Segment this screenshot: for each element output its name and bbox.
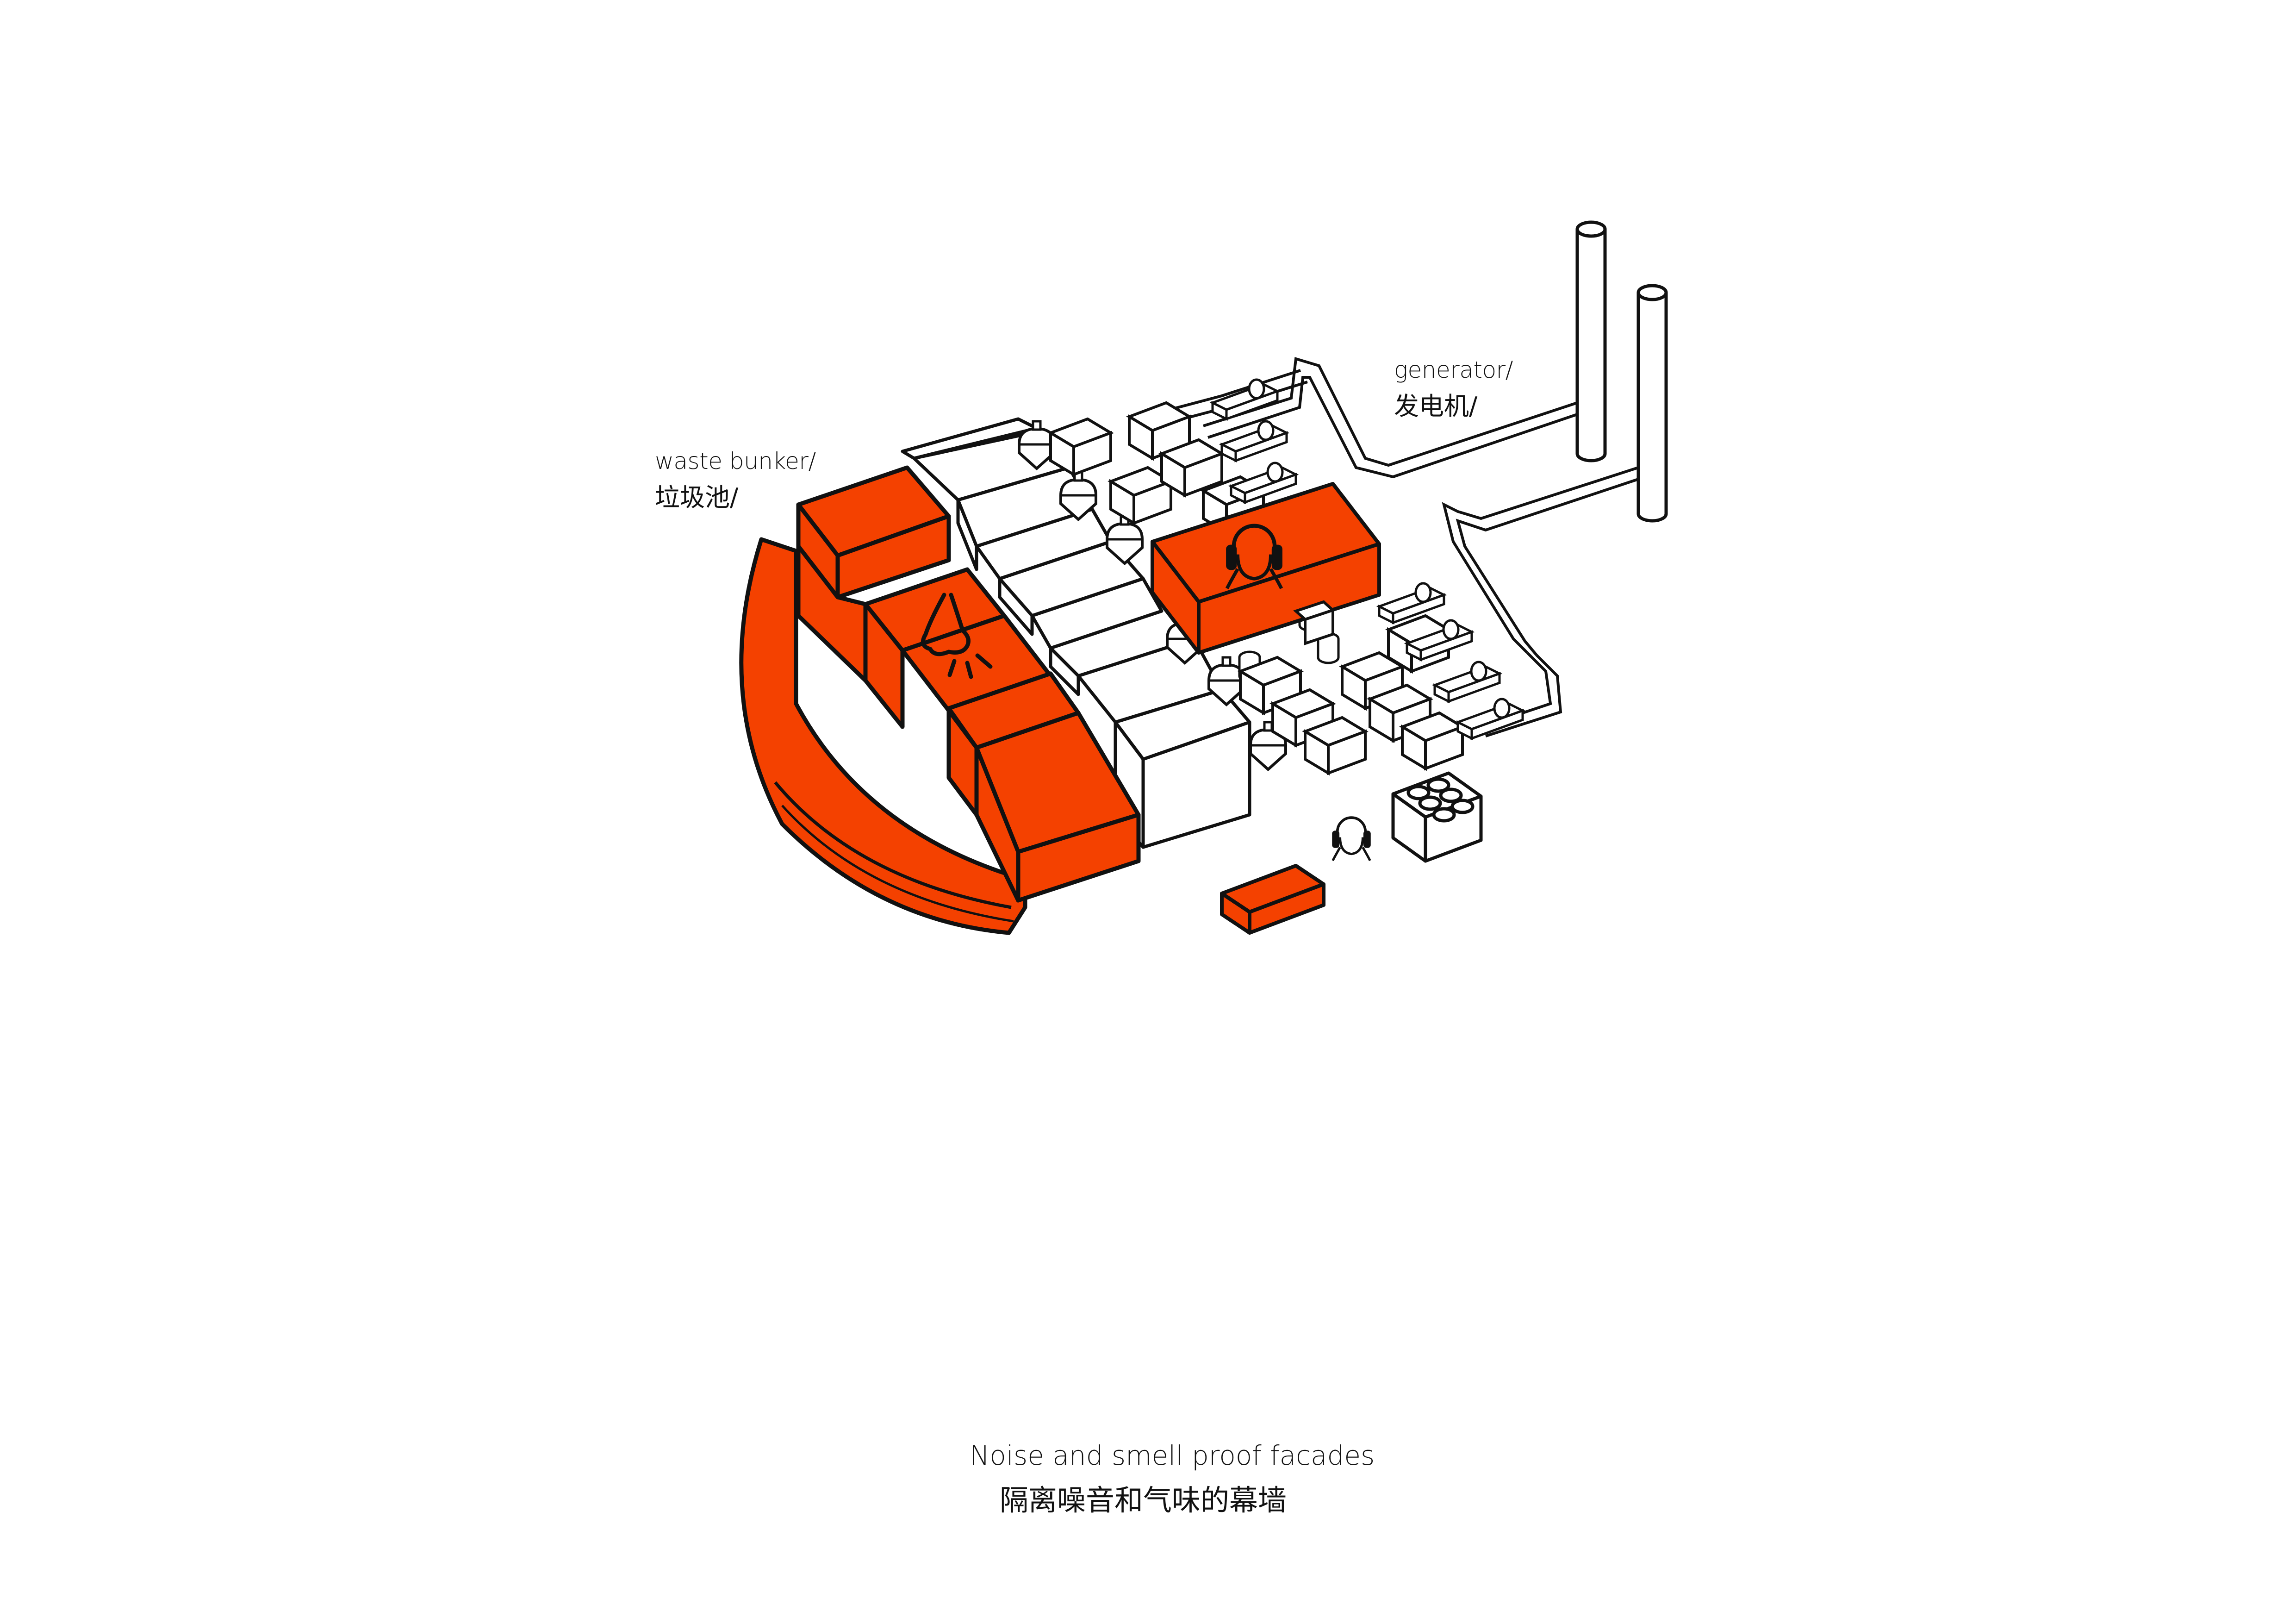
flue-ducts (1143, 357, 1639, 737)
turbine-hall-facade (1151, 482, 1381, 655)
isolated-facade-block (1220, 864, 1325, 935)
label-generator-en: generator/ (1394, 356, 1513, 383)
caption-en: Noise and smell proof facades (970, 1440, 1375, 1471)
nose-smell-icon (921, 593, 993, 679)
headphones-noise-icon-2 (1332, 818, 1371, 861)
connector-box (1293, 600, 1336, 646)
chimney-1 (1575, 220, 1607, 462)
chimneys (1575, 220, 1668, 523)
label-waste-bunker-zh: 垃圾池/ (655, 483, 739, 512)
label-waste-bunker-en: waste bunker/ (655, 448, 816, 475)
label-generator-zh: 发电机/ (1394, 392, 1478, 421)
storage-unit (1391, 771, 1483, 863)
caption-zh: 隔离噪音和气味的幕墙 (1000, 1483, 1287, 1517)
waste-bunker-facade (739, 465, 1141, 935)
chimney-2 (1636, 284, 1668, 523)
process-line (901, 417, 1251, 849)
